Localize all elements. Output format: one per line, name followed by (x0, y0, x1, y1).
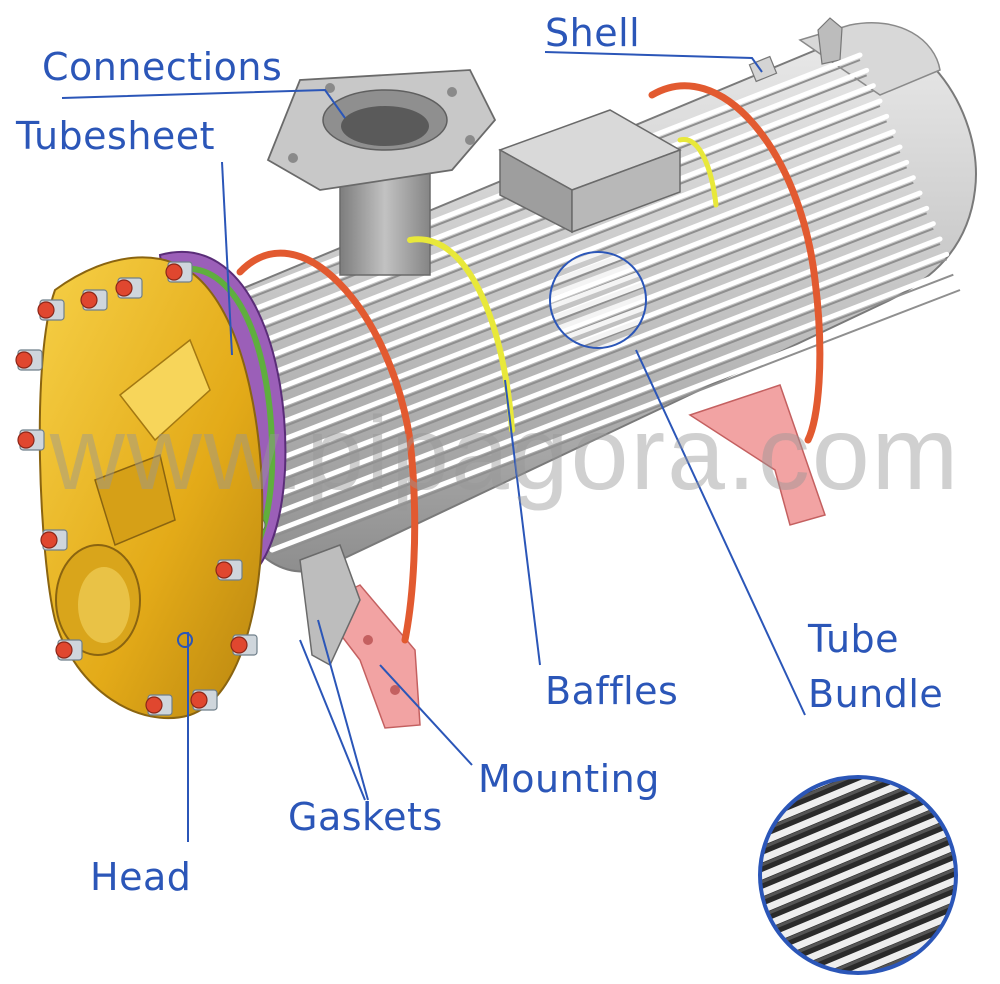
baffle-yellow-1 (407, 236, 515, 433)
shell-tube-shadow (271, 289, 961, 556)
leader-shell (544, 51, 763, 73)
bolt-head (230, 636, 248, 654)
bolt-head (165, 263, 183, 281)
bundle-tube (760, 900, 956, 973)
label-gaskets: Gaskets (288, 795, 443, 839)
baffle-orange-1 (236, 249, 419, 644)
shell-tube-shadow (260, 227, 934, 490)
shell-tube-shadow (266, 258, 948, 523)
shell-tube (264, 251, 950, 520)
bundle-tube-shadow (760, 777, 956, 842)
label-shell: Shell (545, 11, 641, 55)
head-channel (38, 256, 264, 720)
bundle-tube-shadow (760, 823, 956, 927)
bolt-head (37, 301, 55, 319)
leader-gaskets-2 (317, 619, 369, 801)
label-tubesheet: Tubesheet (16, 114, 216, 158)
zoom-tube (550, 252, 646, 290)
bolt-head (17, 431, 35, 449)
bolt-head (55, 641, 73, 659)
zoom-tube (550, 275, 646, 326)
bundle-tube (760, 777, 956, 855)
bolt-head (115, 279, 133, 297)
label-tube-bundle-line1: Tube (808, 617, 900, 661)
bundle-tube (760, 815, 956, 923)
leader-connections (61, 88, 346, 119)
bolt-head (145, 696, 163, 714)
bundle-tube-shadow (760, 891, 956, 973)
leader-gaskets (299, 639, 366, 801)
mounting-saddle-rear (688, 384, 826, 526)
bolt-head (15, 351, 33, 369)
tube-bundle-inset (758, 775, 958, 975)
shell-tube (258, 221, 936, 486)
leader-mounting (379, 664, 473, 766)
shell-tube-shadow (268, 273, 954, 540)
shell-tube (266, 267, 956, 536)
baffle-orange-2 (648, 82, 824, 444)
zoom-tube (550, 287, 646, 338)
head-bolts (15, 261, 258, 716)
shell-tube (261, 236, 943, 503)
label-mounting: Mounting (478, 757, 660, 801)
shell-tube-shadow (258, 212, 928, 473)
bolt-head (40, 531, 58, 549)
bolt-head (190, 691, 208, 709)
connection-nozzle (266, 69, 497, 276)
leader-baffles (504, 379, 541, 666)
leader-tubesheet (221, 161, 233, 356)
bolt-head (215, 561, 233, 579)
label-baffles: Baffles (545, 669, 679, 713)
bundle-tube-shadow (760, 840, 956, 944)
bundle-tube (760, 832, 956, 940)
label-head: Head (90, 855, 192, 899)
bundle-tube-shadow (760, 777, 956, 859)
shell-box-fitting (498, 109, 682, 234)
label-connections: Connections (42, 45, 283, 89)
leader-tube-bundle (635, 349, 806, 716)
leader-lines (61, 51, 806, 842)
bolt-head (80, 291, 98, 309)
baffle-yellow-2 (677, 137, 719, 208)
label-tube-bundle-line2: Bundle (808, 672, 944, 716)
head-marker (177, 632, 193, 648)
gasket-ring (299, 544, 361, 667)
shell-tube-shadow (263, 243, 941, 506)
shell-tube (269, 282, 963, 553)
